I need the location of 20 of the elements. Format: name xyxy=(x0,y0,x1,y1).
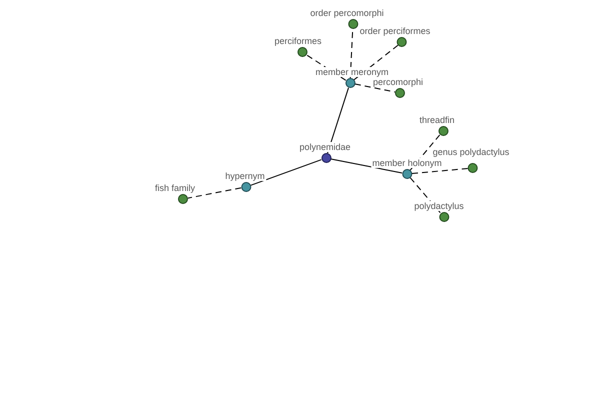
node-label: hypernym xyxy=(224,171,266,181)
connector-line xyxy=(330,158,403,174)
node-label: polynemidae xyxy=(298,142,352,152)
connector-line xyxy=(410,177,442,214)
node-label: percomorphi xyxy=(372,77,424,87)
connector-line xyxy=(410,134,440,171)
node-label: threadfin xyxy=(418,115,456,125)
node-label: genus polydactylus xyxy=(432,147,510,157)
node-label: member meronym xyxy=(314,67,390,77)
connector-line xyxy=(353,44,399,80)
connector-line xyxy=(412,168,468,174)
node-label: polydactylus xyxy=(413,201,465,211)
connector-line xyxy=(250,159,322,186)
connector-line xyxy=(187,187,242,199)
node-label: order percomorphi xyxy=(309,8,385,18)
connector-line xyxy=(354,84,396,92)
node-label: fish family xyxy=(154,183,196,193)
node-label: member holonym xyxy=(371,158,443,168)
node-label: perciformes xyxy=(274,36,322,46)
node-label: order perciformes xyxy=(358,26,432,36)
